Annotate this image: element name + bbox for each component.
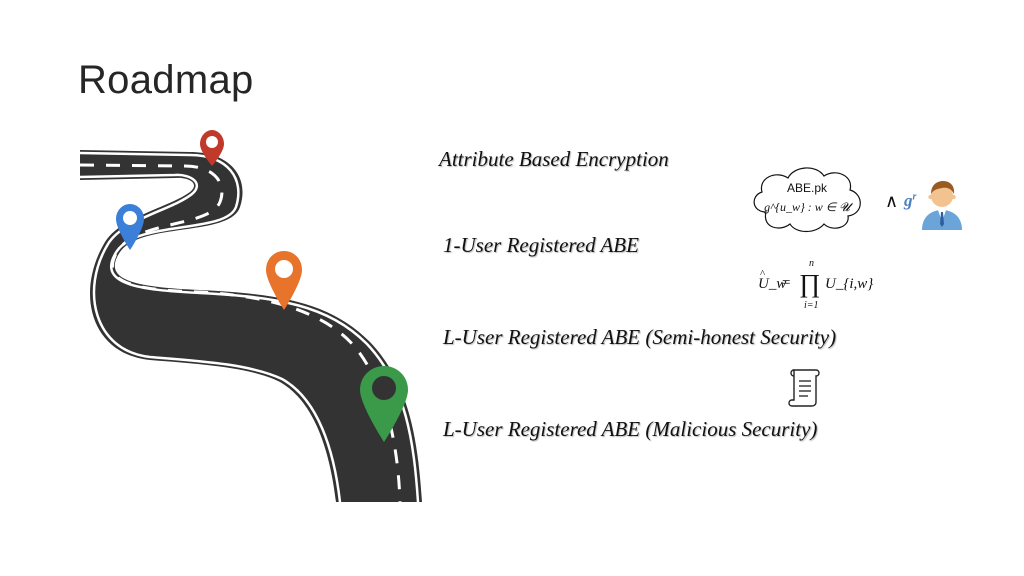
roadmap-item-abe: Attribute Based Encryption <box>439 147 669 171</box>
map-pin-icon-orange <box>266 251 302 310</box>
scroll-icon <box>788 369 820 407</box>
cloud-icon <box>753 167 861 233</box>
wedge-symbol: ∧ <box>885 191 899 212</box>
map-pin-icon-blue <box>116 204 144 250</box>
roadmap-item-l-user-malicious: L-User Registered ABE (Malicious Securit… <box>443 417 818 441</box>
slide-title: Roadmap <box>78 58 254 102</box>
roadmap-item-1-user-rabe: 1-User Registered ABE <box>443 233 639 257</box>
g-r-symbol: gr <box>904 191 917 210</box>
cloud-formula: g^{u_w} : w ∈ 𝓤 <box>764 200 850 214</box>
user-avatar-icon <box>922 181 962 230</box>
map-pin-icon-green <box>360 366 408 442</box>
map-pin-icon-red <box>200 130 224 166</box>
product-formula: ^ U_w = ∏ n i=1 U_{i,w} <box>758 258 874 311</box>
cloud-title: ABE.pk <box>786 181 828 195</box>
road-illustration <box>80 130 422 502</box>
roadmap-item-l-user-semihonest: L-User Registered ABE (Semi-honest Secur… <box>443 325 837 349</box>
